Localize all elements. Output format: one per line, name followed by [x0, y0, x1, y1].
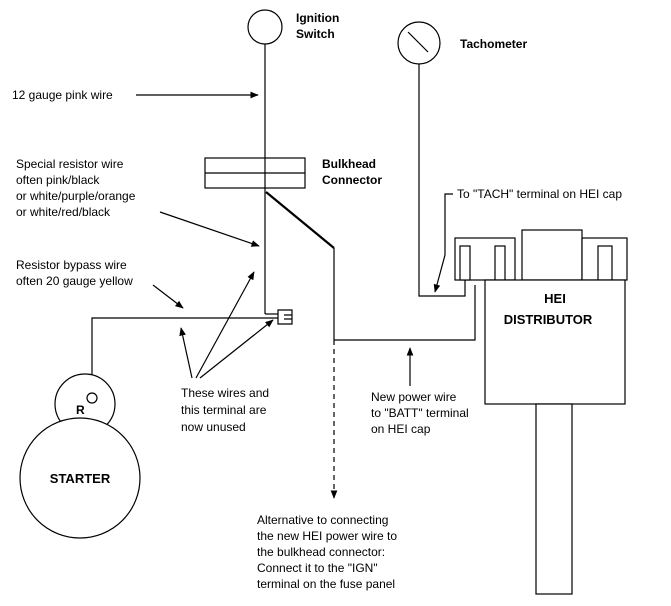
hei-label-1: HEI [544, 291, 566, 306]
hei-cap-post [597, 245, 613, 281]
unused-arrow-bypass [179, 327, 193, 379]
ignition-label-1: Ignition [296, 11, 339, 25]
starter-terminal-label: R [76, 403, 85, 417]
ignition-label-2: Switch [296, 27, 335, 41]
pink-wire-label: 12 gauge pink wire [12, 88, 113, 102]
resistor-wire-label-3: or white/purple/orange [16, 189, 136, 203]
hei-distributor-shaft [535, 403, 573, 595]
unused-arrow-resistor [195, 271, 255, 379]
ignition-terminal [277, 309, 293, 325]
new-power-wire-to-hei [334, 285, 476, 341]
tachometer-label: Tachometer [460, 37, 527, 51]
tachometer-needle-tip [418, 42, 429, 53]
alternative-label-1: Alternative to connecting [257, 513, 388, 527]
unused-label-1: These wires and [181, 386, 269, 400]
resistor-wire-label-2: often pink/black [16, 173, 100, 187]
hei-cap-top [521, 229, 583, 281]
tach-wire [418, 64, 466, 297]
hei-distributor-body [484, 279, 626, 405]
unused-arrow-terminal [199, 319, 274, 379]
bulkhead-label-1: Bulkhead [322, 157, 376, 171]
unused-label-3: now unused [181, 420, 246, 434]
bulkhead-label-2: Connector [322, 173, 382, 187]
new-power-label-1: New power wire [371, 390, 457, 404]
new-power-label-2: to "BATT" terminal [371, 406, 469, 420]
bypass-wire-arrow [152, 284, 184, 309]
bypass-wire [91, 317, 278, 398]
hei-label-2: DISTRIBUTOR [504, 312, 593, 327]
new-power-label-3: on HEI cap [371, 422, 431, 436]
starter-body [19, 417, 141, 539]
alternative-label-4: Connect it to the "IGN" [257, 561, 378, 575]
tach-terminal-label: To "TACH" terminal on HEI cap [457, 187, 622, 201]
unused-label-2: this terminal are [181, 403, 267, 417]
bypass-wire-label-2: often 20 gauge yellow [16, 274, 133, 288]
resistor-wire-label-4: or white/red/black [16, 205, 111, 219]
resistor-wire-label-1: Special resistor wire [16, 157, 124, 171]
hei-tach-terminal [459, 245, 471, 281]
ignition-switch-icon [247, 9, 283, 45]
alternative-label-2: the new HEI power wire to [257, 529, 397, 543]
tachometer-needle [407, 31, 420, 44]
bypass-wire-label-1: Resistor bypass wire [16, 258, 127, 272]
alternative-label-3: the bulkhead connector: [257, 545, 385, 559]
starter-label: STARTER [50, 471, 111, 486]
alternative-label-5: terminal on the fuse panel [257, 577, 395, 591]
starter-r-terminal [86, 392, 98, 404]
resistor-wire-arrow [159, 211, 260, 247]
hei-batt-terminal [494, 245, 506, 281]
tach-terminal-arrow [433, 193, 453, 293]
new-power-wire-diagonal [265, 191, 335, 249]
